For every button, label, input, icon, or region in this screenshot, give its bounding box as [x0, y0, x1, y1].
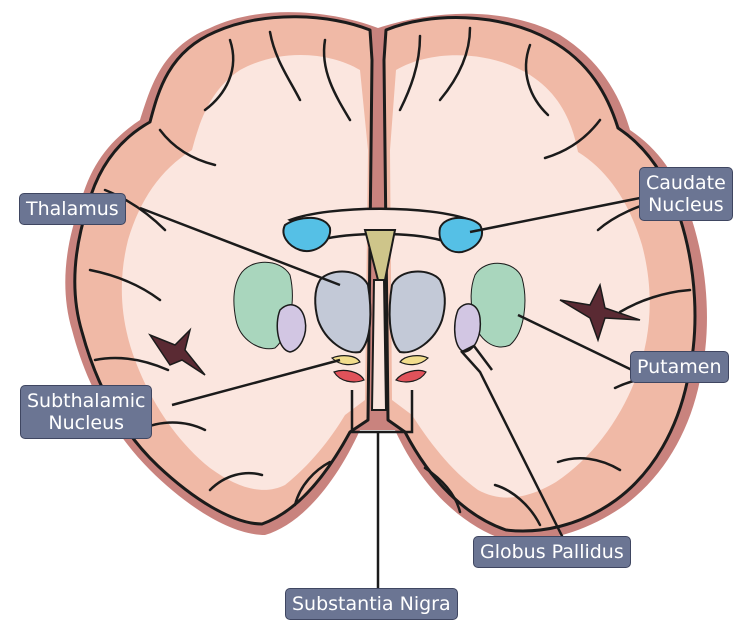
label-putamen: Putamen: [630, 351, 729, 383]
label-caudate-line-2: Nucleus: [646, 194, 726, 216]
label-thalamus: Thalamus: [19, 193, 126, 225]
label-substantia-nigra-text: Substantia Nigra: [292, 593, 451, 615]
label-caudate-line-1: Caudate: [646, 172, 726, 194]
label-subthalamic-line-2: Nucleus: [27, 412, 145, 434]
label-globus-pallidus-text: Globus Pallidus: [480, 541, 624, 563]
label-globus-pallidus: Globus Pallidus: [473, 536, 631, 568]
third-ventricle: [372, 280, 386, 410]
label-subthalamic-line-1: Subthalamic: [27, 390, 145, 412]
label-putamen-text: Putamen: [637, 356, 722, 378]
label-subthalamic-nucleus: Subthalamic Nucleus: [20, 385, 152, 439]
label-caudate-nucleus: Caudate Nucleus: [639, 167, 733, 221]
label-thalamus-text: Thalamus: [26, 198, 119, 220]
label-substantia-nigra: Substantia Nigra: [285, 588, 458, 620]
